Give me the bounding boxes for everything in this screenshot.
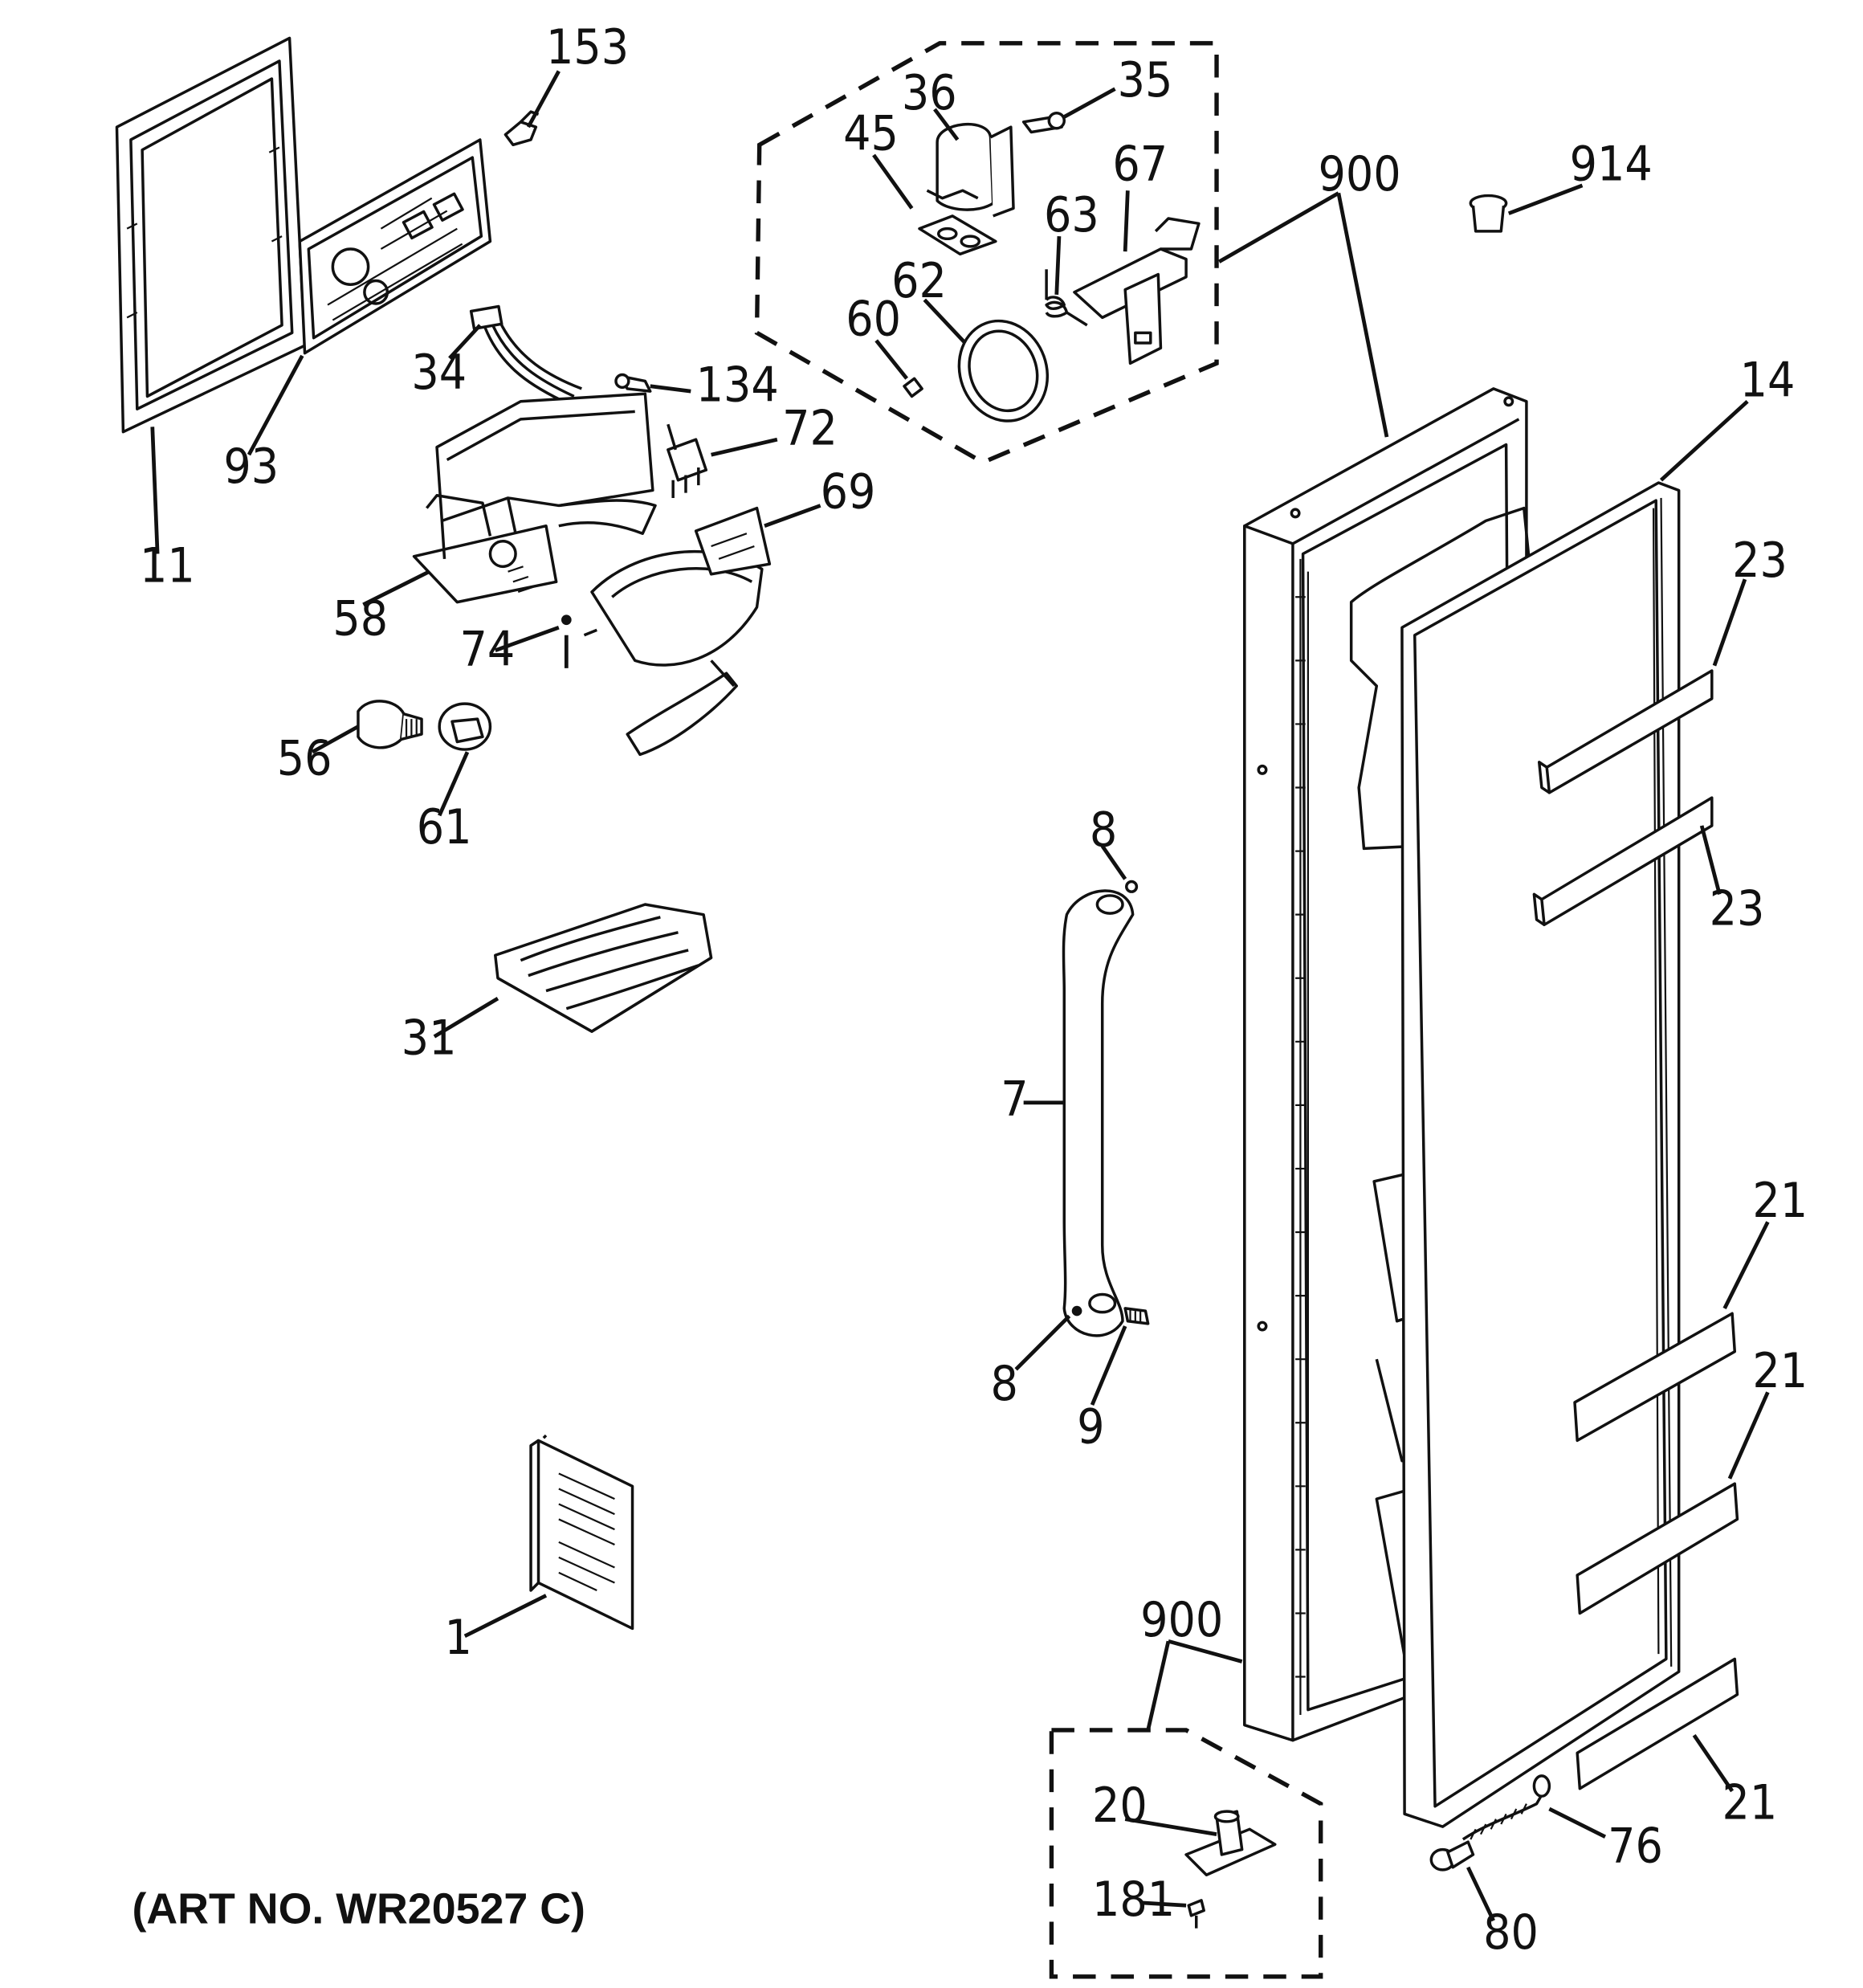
part-21-trim-b — [1576, 1482, 1739, 1615]
label-93: 93 — [223, 439, 279, 495]
label-14: 14 — [1740, 352, 1796, 408]
part-36-solenoid — [926, 122, 1015, 218]
part-11-dispenser-frame — [115, 36, 307, 434]
label-8-top: 8 — [1090, 802, 1117, 858]
label-58: 58 — [332, 591, 388, 647]
label-80: 80 — [1483, 1904, 1539, 1961]
label-181: 181 — [1092, 1872, 1175, 1928]
label-23-bottom: 23 — [1710, 880, 1765, 937]
part-134-screw — [614, 373, 652, 393]
part-1-manual — [529, 1434, 634, 1631]
label-23-top: 23 — [1732, 533, 1788, 589]
part-labels: 153 36 35 45 67 900 914 63 62 60 34 134 … — [140, 19, 1808, 1961]
part-58-dispenser-housing — [412, 392, 657, 604]
label-900-top: 900 — [1319, 146, 1401, 202]
part-31-drip-tray — [494, 903, 713, 1033]
label-8-bottom: 8 — [991, 1356, 1018, 1412]
part-8-screw-bottom — [1071, 1305, 1082, 1316]
part-63-spring — [1045, 269, 1088, 327]
label-67: 67 — [1112, 137, 1168, 193]
part-181-screw — [1187, 1899, 1205, 1929]
part-74-pin — [561, 614, 597, 668]
hinge-kit-group — [1049, 1728, 1323, 1979]
part-80-fitting — [1429, 1840, 1475, 1872]
label-56: 56 — [277, 731, 332, 787]
label-69: 69 — [821, 464, 876, 520]
label-7: 7 — [1001, 1072, 1028, 1128]
label-36: 36 — [902, 65, 957, 121]
part-7-handle — [1062, 889, 1135, 1337]
part-9-screw — [1123, 1307, 1150, 1325]
part-35-screw — [1021, 112, 1066, 134]
label-1: 1 — [445, 1610, 472, 1666]
part-60-screw — [903, 377, 923, 398]
part-62-ring — [957, 319, 1050, 423]
label-35: 35 — [1118, 52, 1173, 108]
label-134: 134 — [696, 357, 779, 414]
part-21-trim-a — [1573, 1312, 1737, 1443]
label-153: 153 — [546, 19, 629, 76]
part-76-tube — [1461, 1774, 1551, 1841]
part-45-bracket — [918, 214, 997, 256]
art-number: (ART NO. WR20527 C) — [132, 1884, 585, 1933]
label-20: 20 — [1092, 1778, 1148, 1834]
part-8-screw-top — [1125, 880, 1139, 893]
part-67-arm — [1073, 217, 1201, 365]
actuator-kit-group — [754, 41, 1219, 465]
part-20-hinge — [1184, 1810, 1277, 1876]
label-34: 34 — [411, 345, 467, 401]
label-9: 9 — [1077, 1399, 1104, 1455]
label-21-a: 21 — [1752, 1173, 1808, 1229]
label-76: 76 — [1608, 1818, 1663, 1874]
part-72-switch — [667, 423, 708, 498]
label-900-bottom: 900 — [1140, 1592, 1223, 1648]
door-edge-holes — [1295, 596, 1306, 1678]
part-69-ice-chute — [590, 506, 772, 757]
part-56-bulb — [357, 700, 423, 749]
label-72: 72 — [782, 401, 838, 457]
part-34-wire-harness — [469, 304, 582, 406]
label-914: 914 — [1570, 137, 1653, 193]
label-74: 74 — [459, 622, 515, 678]
leader-lines — [150, 70, 1770, 1922]
label-45: 45 — [843, 106, 899, 162]
label-60: 60 — [846, 292, 901, 348]
part-61-knob — [438, 702, 492, 751]
label-62: 62 — [891, 253, 947, 309]
part-23-trim-bottom — [1532, 796, 1714, 927]
part-14-gasket — [1400, 481, 1681, 1828]
label-21-c: 21 — [1722, 1775, 1777, 1831]
label-11: 11 — [140, 537, 195, 594]
label-31: 31 — [402, 1010, 457, 1067]
label-63: 63 — [1044, 187, 1099, 243]
label-21-b: 21 — [1752, 1343, 1808, 1399]
label-61: 61 — [417, 799, 472, 855]
part-93-control-board — [298, 138, 492, 355]
part-914-cap — [1469, 194, 1508, 233]
part-21-trim-c — [1576, 1657, 1739, 1790]
part-23-trim-top — [1537, 669, 1714, 794]
